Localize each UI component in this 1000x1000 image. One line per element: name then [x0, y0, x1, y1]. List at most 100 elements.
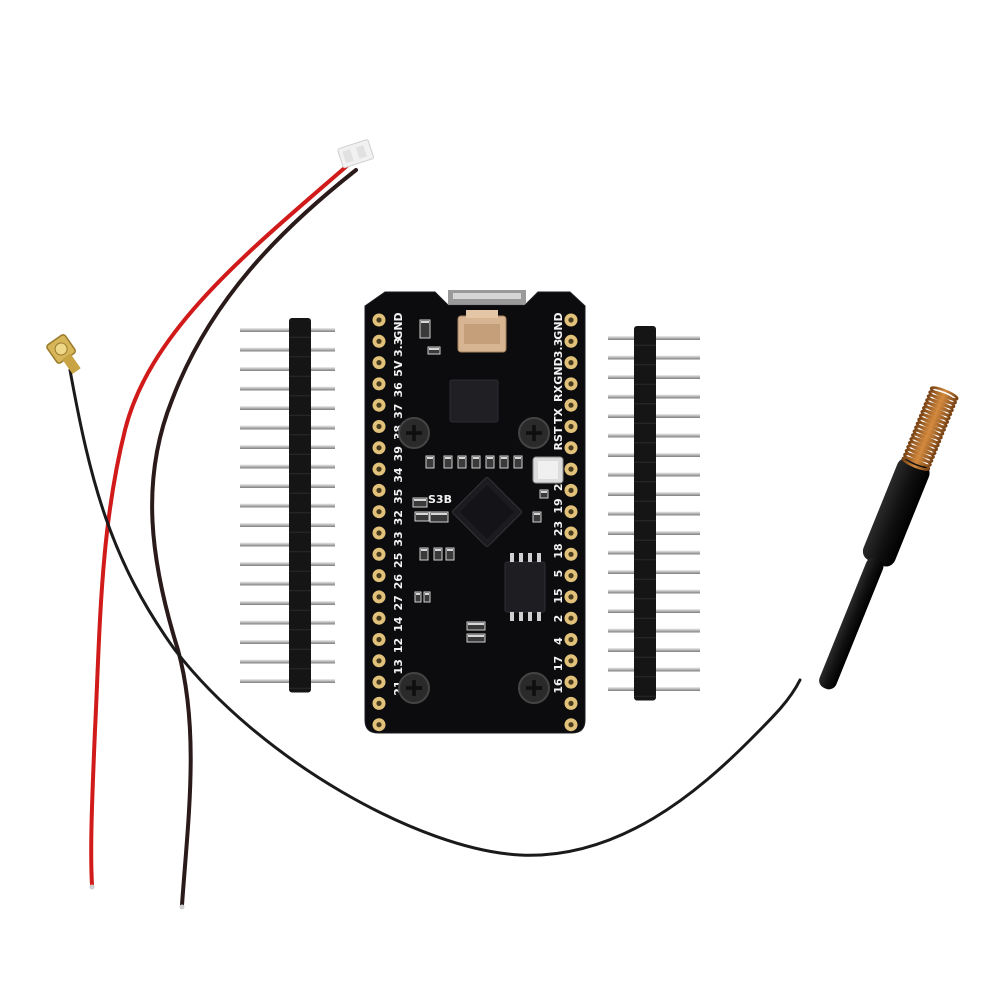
coil-turn — [901, 456, 931, 471]
pin-label: 35 — [392, 489, 405, 504]
smd-part — [419, 319, 431, 339]
coil-turn — [914, 425, 943, 440]
coil-turn — [918, 413, 948, 429]
header-pin — [240, 503, 335, 508]
pin-header-right — [608, 326, 700, 701]
flash-chip — [504, 561, 546, 613]
coil-turn — [928, 390, 957, 405]
header-plastic — [289, 318, 311, 693]
pin-label: 25 — [392, 553, 405, 568]
red-wire — [89, 163, 350, 887]
pin-label: 3.3 — [552, 339, 565, 359]
coil-turn — [906, 444, 935, 460]
header-pin — [240, 523, 335, 527]
coil-turn — [907, 440, 937, 456]
pin-label: 37 — [392, 404, 405, 419]
header-pin — [240, 562, 335, 566]
header-pin — [240, 347, 335, 352]
smd-part — [433, 547, 443, 561]
coil-turn — [904, 448, 934, 464]
header-pin — [240, 367, 335, 371]
coil-turn — [909, 436, 939, 452]
header-pin — [240, 679, 335, 683]
smd-part — [539, 489, 549, 499]
coil-turn — [925, 397, 954, 413]
smd-part — [412, 497, 428, 508]
smd-part — [485, 455, 495, 469]
smd-part — [414, 511, 430, 522]
coil-turn — [920, 409, 950, 425]
flash-chip-pins — [510, 553, 541, 621]
header-pin — [240, 328, 335, 332]
header-pin — [240, 581, 335, 586]
pin-label: RX — [552, 385, 565, 402]
mounting-screws — [398, 417, 550, 704]
coax-cable — [68, 368, 802, 857]
coil-turn — [915, 421, 945, 436]
smd-part — [499, 455, 509, 469]
spring-antenna — [819, 386, 959, 690]
smd-part — [443, 455, 453, 469]
header-plastic — [634, 326, 656, 701]
pin-label: 5 — [552, 570, 565, 578]
pin-label: 17 — [552, 656, 565, 671]
header-pin — [240, 659, 335, 664]
pin-label: 39 — [392, 446, 405, 461]
left-pin-pads — [372, 313, 386, 732]
pin-label: 2 — [552, 615, 565, 623]
header-pin — [240, 386, 335, 391]
header-pin — [240, 484, 335, 488]
pin-label: 26 — [392, 574, 405, 590]
header-pin — [240, 620, 335, 625]
pin-label: 27 — [392, 595, 405, 610]
pin-label: 36 — [392, 382, 405, 398]
coil-turn — [921, 405, 951, 421]
smd-part — [425, 455, 435, 469]
pin-label: 4 — [552, 637, 565, 645]
pin-label: 33 — [392, 531, 405, 546]
heat-shrink-sleeve — [862, 457, 930, 567]
header-pin — [240, 542, 335, 547]
pin-label: 23 — [552, 521, 565, 536]
smd-part — [457, 455, 467, 469]
battery-connector — [457, 310, 507, 353]
pin-label: TX — [552, 407, 565, 424]
smd-part — [471, 455, 481, 469]
pin-label: 19 — [552, 498, 565, 513]
lora-radio-chip — [449, 379, 499, 423]
header-pin — [240, 425, 335, 430]
ufl-connector — [46, 334, 81, 374]
header-pin — [240, 601, 335, 605]
smd-part — [445, 547, 455, 561]
pin-label: 34 — [392, 467, 405, 483]
smd-part — [466, 633, 486, 643]
smd-part — [423, 591, 431, 603]
pin-label: 14 — [392, 616, 405, 632]
battery-cable — [89, 139, 374, 910]
coil-turn — [912, 429, 942, 444]
header-pin — [240, 640, 335, 644]
pin-label: 16 — [552, 678, 565, 694]
smd-part — [419, 547, 429, 561]
pin-label: 13 — [392, 659, 405, 674]
pin-header-left — [240, 318, 335, 693]
coil-turn — [923, 401, 953, 417]
right-pin-pads — [564, 313, 578, 732]
coil-turn — [926, 394, 956, 409]
coil-turn — [903, 452, 932, 467]
header-pin — [240, 406, 335, 410]
antenna-cable — [46, 334, 802, 857]
coil-turn — [929, 386, 959, 401]
pin-label: 18 — [552, 543, 565, 558]
pin-label: GND — [552, 312, 565, 339]
smd-part — [429, 511, 449, 523]
coil-turn — [910, 432, 940, 448]
smd-part — [466, 621, 486, 631]
header-pin — [240, 464, 335, 469]
smd-part — [532, 511, 542, 523]
pin-label: 12 — [392, 638, 405, 653]
smd-part — [427, 346, 441, 355]
